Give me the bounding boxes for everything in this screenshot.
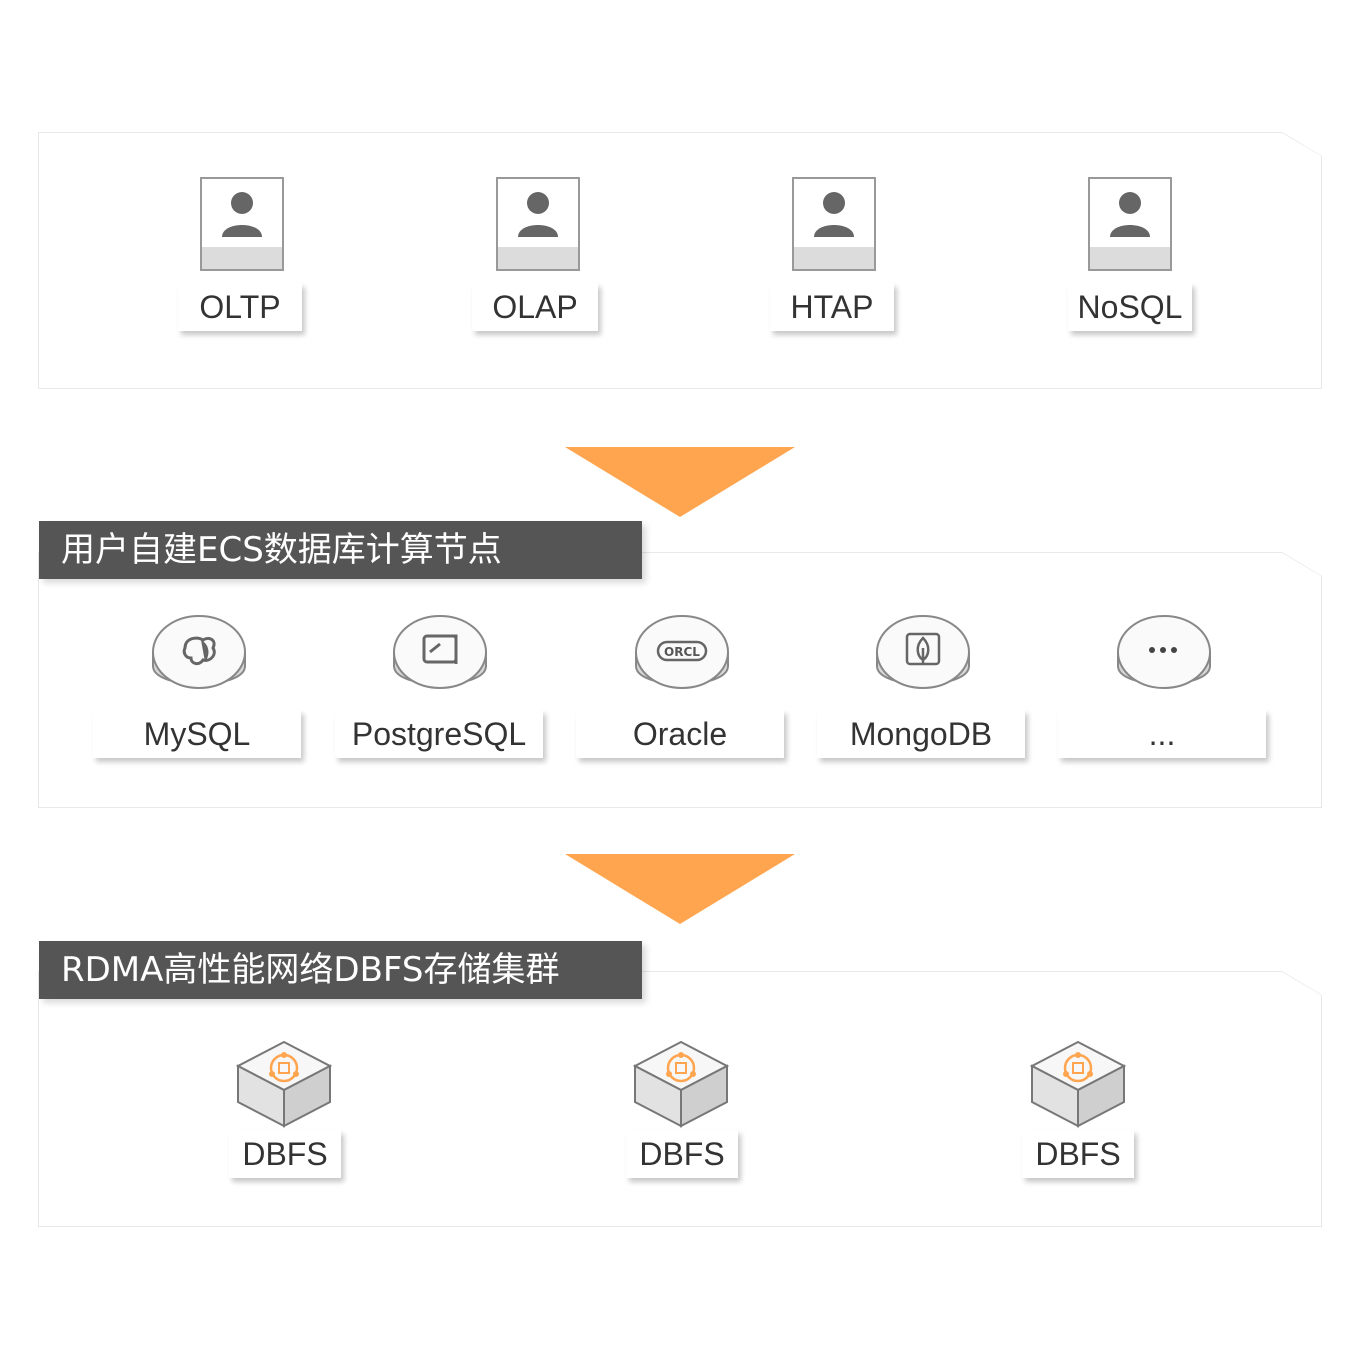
down-arrow-icon (565, 447, 795, 517)
svg-text:ORCL: ORCL (664, 645, 700, 659)
workload-label-olap: OLAP (472, 283, 598, 331)
storage-panel-title: RDMA高性能网络DBFS存储集群 (39, 941, 642, 999)
compute-label-mysql: MySQL (93, 710, 301, 758)
dbfs-cube-icon (1030, 1040, 1126, 1128)
workload-label-oltp: OLTP (178, 283, 302, 331)
dbfs-cube-icon (236, 1040, 332, 1128)
compute-label-postgresql: PostgreSQL (335, 710, 543, 758)
dbfs-cube-icon (633, 1040, 729, 1128)
storage-label-dbfs: DBFS (626, 1130, 738, 1178)
oracle-orcl-icon: ORCL (635, 615, 729, 689)
mysql-dolphin-icon (152, 615, 246, 689)
compute-panel-title: 用户自建ECS数据库计算节点 (39, 521, 642, 579)
compute-label-mongodb: MongoDB (817, 710, 1025, 758)
postgresql-elephant-icon (393, 615, 487, 689)
compute-label-more: ... (1058, 710, 1266, 758)
user-icon (1088, 177, 1172, 271)
user-icon (200, 177, 284, 271)
ellipsis-icon (1117, 615, 1211, 689)
down-arrow-icon (565, 854, 795, 924)
storage-label-dbfs: DBFS (229, 1130, 341, 1178)
user-icon (496, 177, 580, 271)
storage-label-dbfs: DBFS (1022, 1130, 1134, 1178)
workload-label-nosql: NoSQL (1068, 283, 1192, 331)
compute-label-oracle: Oracle (576, 710, 784, 758)
mongodb-leaf-icon (876, 615, 970, 689)
user-icon (792, 177, 876, 271)
workload-label-htap: HTAP (770, 283, 894, 331)
